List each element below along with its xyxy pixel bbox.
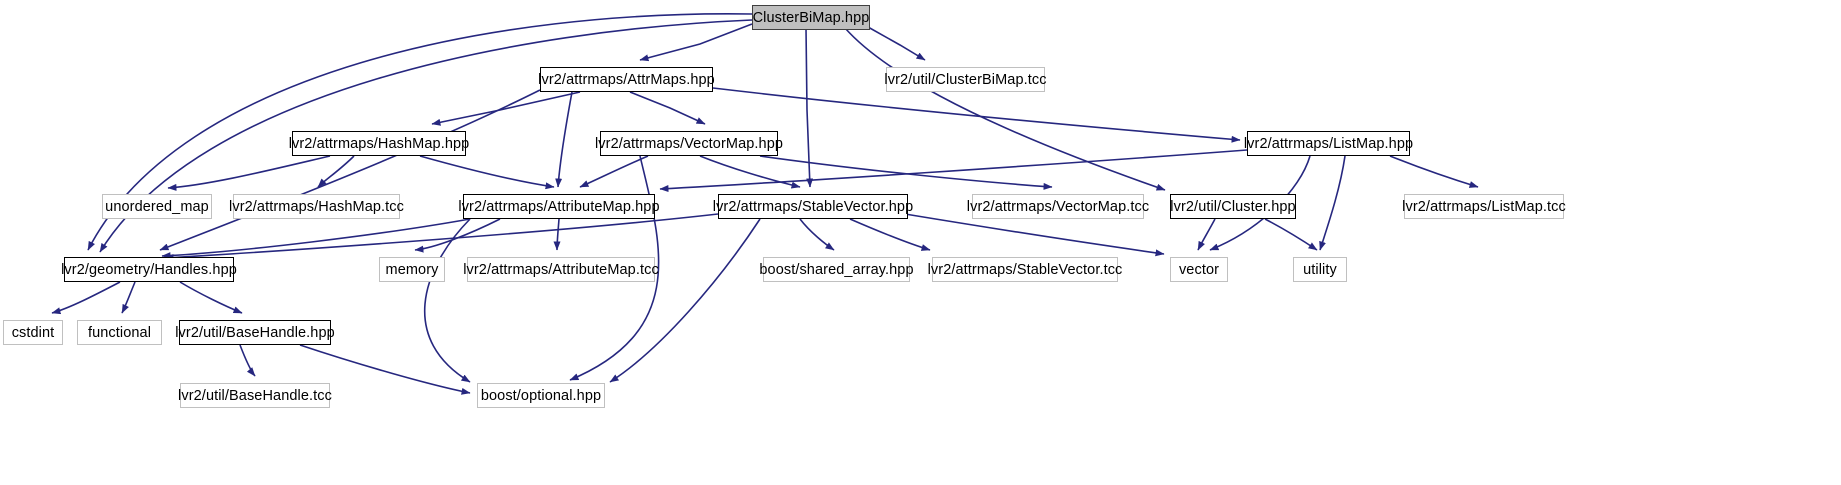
node-list-map-tcc[interactable]: lvr2/attrmaps/ListMap.tcc	[1402, 194, 1566, 219]
node-base-handle-tcc[interactable]: lvr2/util/BaseHandle.tcc	[178, 383, 332, 408]
node-memory[interactable]: memory	[379, 257, 445, 282]
node-vector-map-hpp[interactable]: lvr2/attrmaps/VectorMap.hpp	[595, 131, 783, 156]
node-attribute-map-hpp[interactable]: lvr2/attrmaps/AttributeMap.hpp	[458, 194, 660, 219]
node-stable-vector-tcc[interactable]: lvr2/attrmaps/StableVector.tcc	[928, 257, 1122, 282]
node-attribute-map-tcc[interactable]: lvr2/attrmaps/AttributeMap.tcc	[463, 257, 659, 282]
node-boost-optional-hpp[interactable]: boost/optional.hpp	[477, 383, 605, 408]
node-vector-map-tcc[interactable]: lvr2/attrmaps/VectorMap.tcc	[967, 194, 1149, 219]
node-cluster-hpp[interactable]: lvr2/util/Cluster.hpp	[1170, 194, 1296, 219]
node-list-map-hpp[interactable]: lvr2/attrmaps/ListMap.hpp	[1244, 131, 1413, 156]
node-cluster-bi-map-tcc[interactable]: lvr2/util/ClusterBiMap.tcc	[884, 67, 1046, 92]
node-utility[interactable]: utility	[1293, 257, 1347, 282]
node-hash-map-hpp[interactable]: lvr2/attrmaps/HashMap.hpp	[289, 131, 469, 156]
edge-paths	[51, 13, 1479, 395]
node-boost-shared-array-hpp[interactable]: boost/shared_array.hpp	[759, 257, 914, 282]
node-cstdint[interactable]: cstdint	[3, 320, 63, 345]
node-stable-vector-hpp[interactable]: lvr2/attrmaps/StableVector.hpp	[713, 194, 913, 219]
node-hash-map-tcc[interactable]: lvr2/attrmaps/HashMap.tcc	[229, 194, 404, 219]
node-base-handle-hpp[interactable]: lvr2/util/BaseHandle.hpp	[175, 320, 335, 345]
node-attr-maps-hpp[interactable]: lvr2/attrmaps/AttrMaps.hpp	[538, 67, 715, 92]
node-unordered-map[interactable]: unordered_map	[102, 194, 212, 219]
node-handles-hpp[interactable]: lvr2/geometry/Handles.hpp	[61, 257, 237, 282]
node-vector[interactable]: vector	[1170, 257, 1228, 282]
node-cluster-bi-map-hpp[interactable]: ClusterBiMap.hpp	[752, 5, 870, 30]
node-functional[interactable]: functional	[77, 320, 162, 345]
